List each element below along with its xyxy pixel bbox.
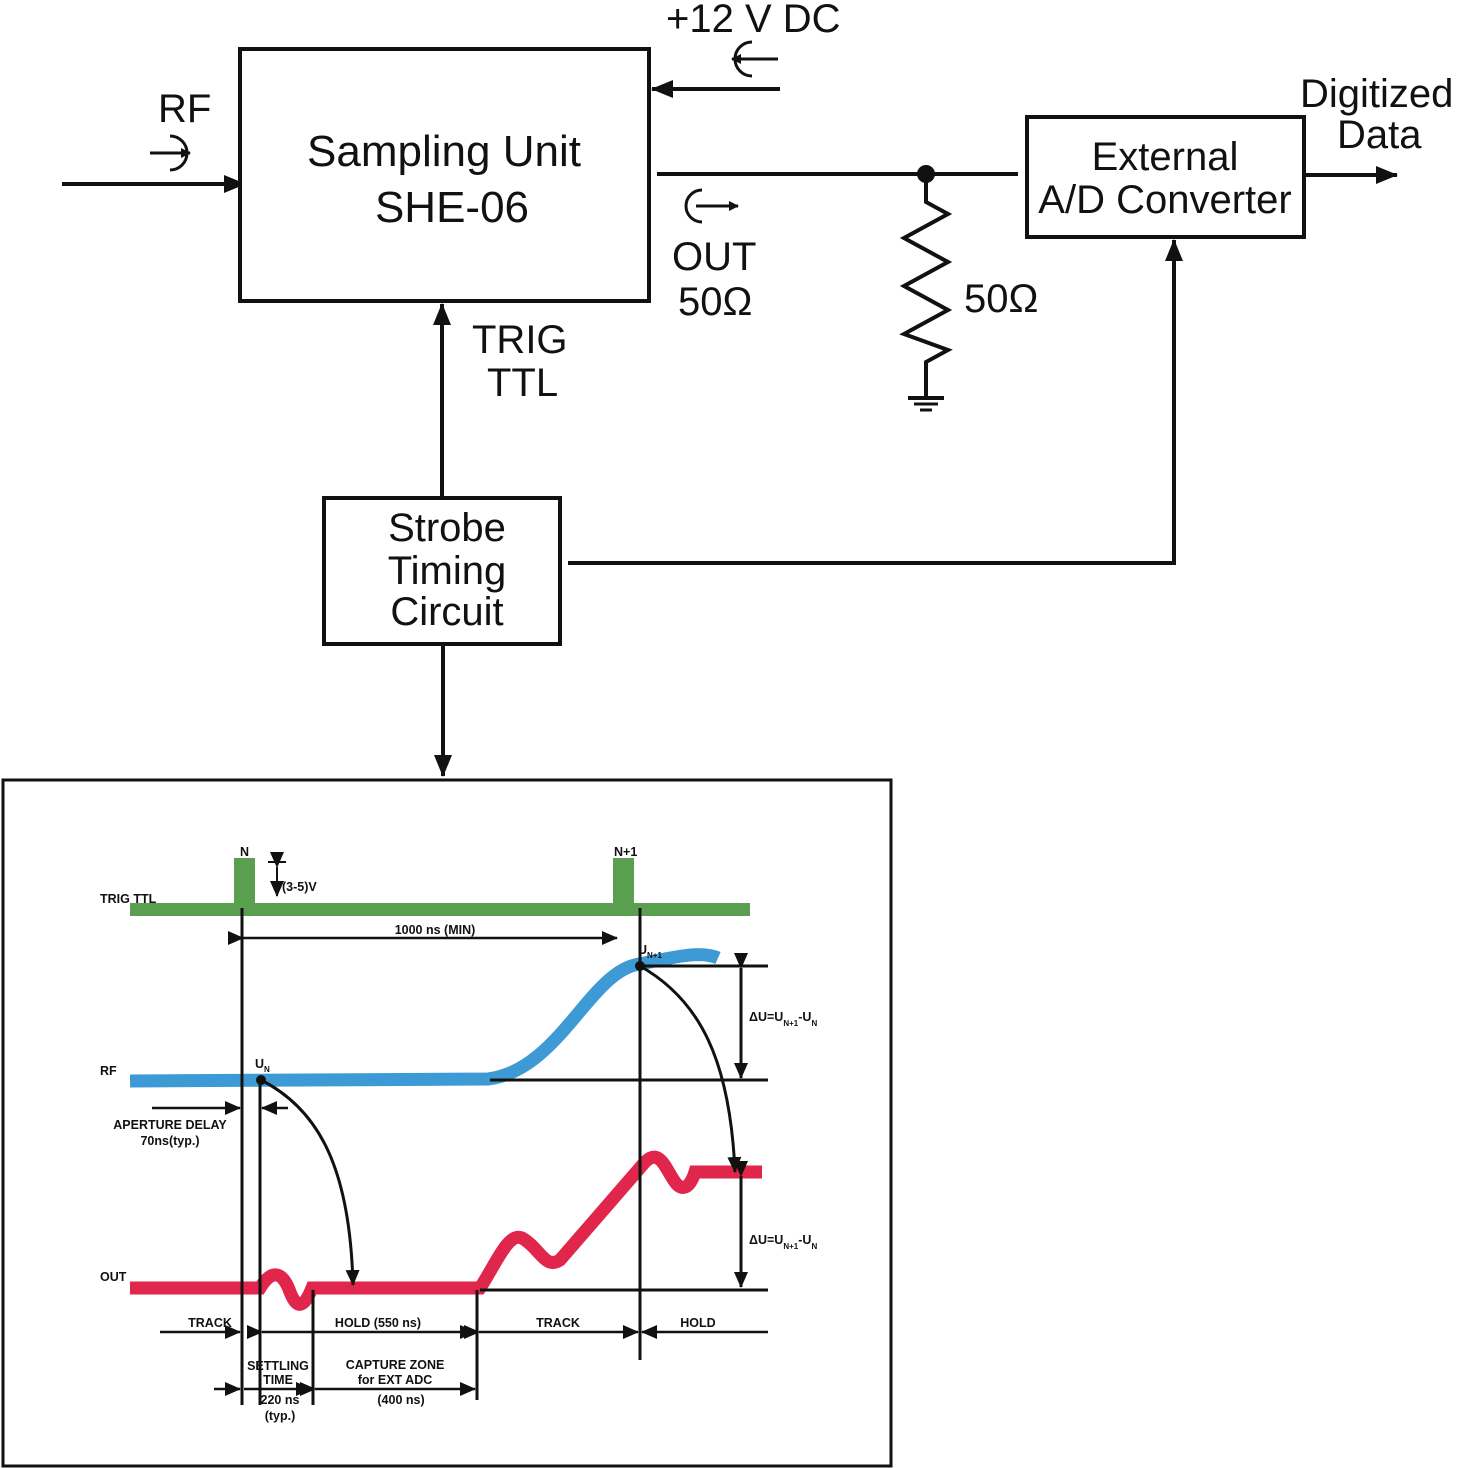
output-line: OUT 50Ω [657,165,1018,324]
digitized-output: Digitized Data [1300,72,1453,184]
out-impedance: 50Ω [678,280,752,324]
digitized-label: Digitized [1300,72,1453,116]
un1-base: U [638,943,647,957]
trig-ttl-waveform: TRIG TTL N N+1 (3-5)V [100,845,750,916]
track1-label: TRACK [188,1316,232,1330]
settling-line4: (typ.) [265,1409,296,1423]
settling-line1: SETTLING [247,1359,309,1373]
delta-u-rf-text: ΔU=U [749,1010,783,1024]
un-sub: N [264,1065,270,1074]
out-wave-label: OUT [100,1270,127,1284]
track2-label: TRACK [536,1316,580,1330]
strobe-line3: Circuit [390,590,503,634]
resistor-label: 50Ω [964,277,1038,321]
hold2-label: HOLD [680,1316,715,1330]
sampling-unit-model: SHE-06 [375,183,529,232]
trig-ttl-label: TRIG TTL [100,892,157,906]
aperture-label: APERTURE DELAY [113,1118,227,1132]
strobe-line2: Timing [388,549,507,593]
svg-text:ΔU=UN+1-UN: ΔU=UN+1-UN [749,1233,817,1251]
settling-line3: 220 ns [261,1393,300,1407]
delta-u-out-mid: -U [798,1233,811,1247]
data-label: Data [1337,113,1422,157]
phase-row: TRACK HOLD (550 ns) TRACK HOLD [160,1316,768,1339]
un-base: U [255,1057,264,1071]
timing-diagram-panel: TRIG TTL N N+1 (3-5)V 1000 ns (MIN) RF O… [1,778,893,1468]
amplitude-label: (3-5)V [282,880,317,894]
delta-u-rf-sub1: N+1 [783,1019,798,1028]
strobe-to-adc-arrow [568,239,1183,565]
trig-line: TRIG TTL [433,303,568,498]
termination-resistor: 50Ω [899,174,1038,412]
svg-text:UN: UN [255,1057,270,1074]
delta-u-rf-sub2: N [811,1019,817,1028]
aperture-value: 70ns(typ.) [140,1134,199,1148]
out-label: OUT [672,235,756,279]
power-connector-icon [731,40,778,78]
un1-sub: N+1 [647,951,662,960]
strobe-line1: Strobe [388,506,506,550]
capture-line1: CAPTURE ZONE [346,1358,445,1372]
delta-u-rf: ΔU=UN+1-UN [734,953,817,1079]
hold1-label: HOLD (550 ns) [335,1316,421,1330]
svg-text:ΔU=UN+1-UN: ΔU=UN+1-UN [749,1010,817,1028]
adc-block: External A/D Converter [1025,115,1306,239]
rf-input: RF [62,87,246,193]
delta-u-out-sub1: N+1 [783,1242,798,1251]
capture-line2: for EXT ADC [358,1373,433,1387]
pulse-n-label: N [240,845,249,859]
rf-input-label: RF [158,87,211,131]
settling-line2: TIME [263,1373,293,1387]
power-input: +12 V DC [651,0,841,98]
svg-text:UN+1: UN+1 [638,943,662,960]
delta-u-out: ΔU=UN+1-UN [734,1161,817,1288]
ttl-label: TTL [487,361,558,405]
sampling-unit-title: Sampling Unit [307,127,581,176]
out-waveform: OUT [100,1150,768,1311]
rf-wave-label: RF [100,1064,117,1078]
adc-subtitle: A/D Converter [1038,178,1291,222]
delta-u-rf-mid: -U [798,1010,811,1024]
pulse-n1-label: N+1 [614,845,637,859]
delta-u-out-sub2: N [811,1242,817,1251]
trig-label: TRIG [472,318,568,362]
rf-connector-icon [150,134,191,172]
period-label: 1000 ns (MIN) [395,923,476,937]
power-label: +12 V DC [666,0,841,41]
adc-title: External [1092,135,1239,179]
strobe-block: Strobe Timing Circuit [322,496,562,646]
settling-row: SETTLING TIME 220 ns (typ.) CAPTURE ZONE… [214,1358,476,1423]
sampling-unit-block: Sampling Unit SHE-06 [238,47,651,303]
out-connector-icon [684,188,739,224]
capture-line3: (400 ns) [377,1393,424,1407]
delta-u-out-text: ΔU=U [749,1233,783,1247]
